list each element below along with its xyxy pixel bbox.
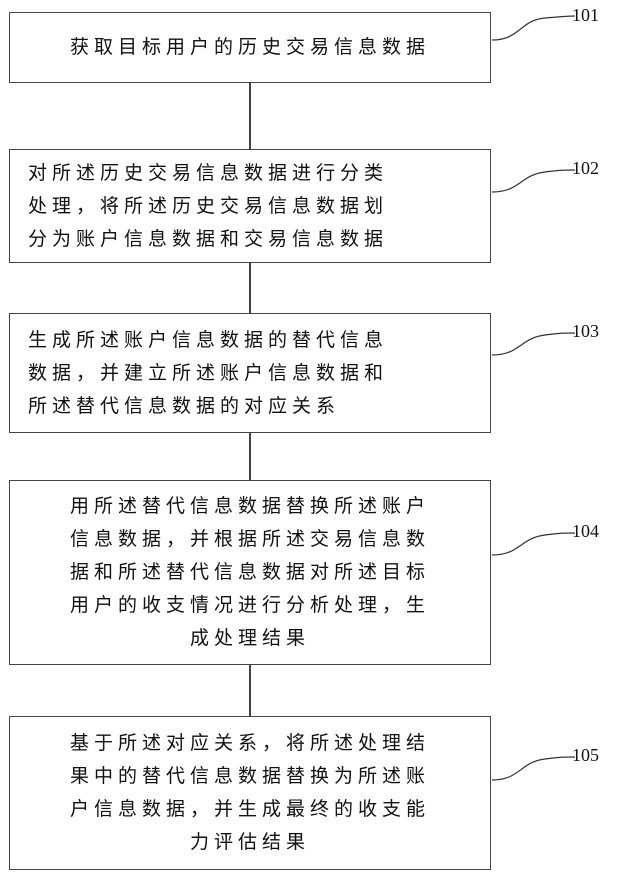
step-label-103: 103 (572, 321, 599, 342)
leader-line-101 (492, 16, 575, 40)
leader-line-103 (492, 333, 575, 355)
step-text-101: 获取目标用户的历史交易信息数据 (10, 31, 490, 64)
step-text-105: 基于所述对应关系，将所述处理结 果中的替代信息数据替换为所述账 户信息数据，并生… (10, 727, 490, 859)
leader-line-104 (492, 533, 575, 555)
step-label-105: 105 (572, 745, 599, 766)
connector-103-104 (249, 433, 251, 480)
step-box-105: 基于所述对应关系，将所述处理结 果中的替代信息数据替换为所述账 户信息数据，并生… (9, 716, 491, 870)
step-box-101: 获取目标用户的历史交易信息数据 (9, 12, 491, 83)
step-text-102: 对所述历史交易信息数据进行分类 处理，将所述历史交易信息数据划 分为账户信息数据… (10, 157, 490, 256)
step-text-104: 用所述替代信息数据替换所述账户 信息数据，并根据所述交易信息数 据和所述替代信息… (10, 490, 490, 655)
step-box-103: 生成所述账户信息数据的替代信息 数据，并建立所述账户信息数据和 所述替代信息数据… (9, 313, 491, 433)
connector-102-103 (249, 263, 251, 313)
leader-line-102 (492, 170, 575, 192)
step-box-104: 用所述替代信息数据替换所述账户 信息数据，并根据所述交易信息数 据和所述替代信息… (9, 480, 491, 665)
step-label-101: 101 (572, 5, 599, 26)
leader-line-105 (492, 757, 575, 780)
step-label-102: 102 (572, 158, 599, 179)
connector-101-102 (249, 83, 251, 149)
step-label-104: 104 (572, 521, 599, 542)
step-text-103: 生成所述账户信息数据的替代信息 数据，并建立所述账户信息数据和 所述替代信息数据… (10, 324, 490, 423)
connector-104-105 (249, 665, 251, 716)
step-box-102: 对所述历史交易信息数据进行分类 处理，将所述历史交易信息数据划 分为账户信息数据… (9, 149, 491, 263)
